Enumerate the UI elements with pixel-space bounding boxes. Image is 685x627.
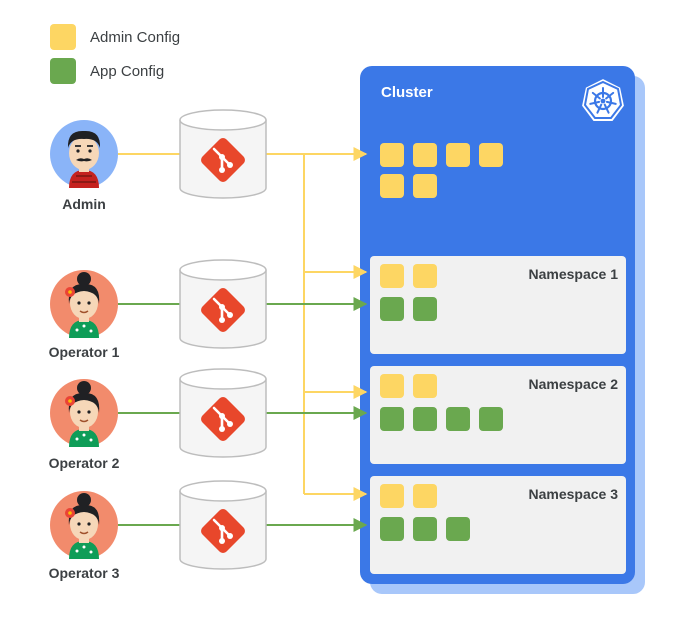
git-repo-1	[179, 259, 267, 349]
git-repo-3	[179, 480, 267, 570]
namespace-3: Namespace 3	[370, 476, 626, 574]
git-repo-0	[179, 109, 267, 199]
namespace-label: Namespace 2	[528, 376, 618, 392]
operator-2-label: Operator 2	[49, 455, 120, 471]
admin-config-square	[380, 264, 404, 288]
admin-config-square	[413, 484, 437, 508]
cluster-admin-configs	[380, 143, 503, 198]
admin-config-square	[479, 143, 503, 167]
app-config-square	[446, 407, 470, 431]
kubernetes-icon	[579, 76, 627, 123]
app-config-square	[446, 517, 470, 541]
actors	[50, 109, 267, 570]
legend-app-label: App Config	[90, 63, 164, 80]
namespace-1: Namespace 1	[370, 256, 626, 354]
cluster-title: Cluster	[381, 84, 433, 101]
admin-avatar	[50, 120, 118, 188]
repo-top	[179, 109, 267, 131]
repo-top	[179, 259, 267, 281]
admin-label: Admin	[62, 196, 106, 212]
git-repo-2	[179, 368, 267, 458]
cluster: Cluster	[360, 66, 645, 594]
admin-config-square	[380, 174, 404, 198]
admin-config-square	[446, 143, 470, 167]
legend-admin-swatch	[50, 24, 76, 50]
namespace-configs	[380, 484, 470, 541]
app-config-square	[380, 517, 404, 541]
git-icon	[201, 288, 245, 332]
admin-config-square	[380, 374, 404, 398]
admin-config-square	[380, 484, 404, 508]
app-config-square	[413, 297, 437, 321]
app-config-square	[380, 407, 404, 431]
legend-admin-label: Admin Config	[90, 29, 180, 46]
namespace-label: Namespace 3	[528, 486, 618, 502]
admin-config-square	[413, 264, 437, 288]
app-config-square	[380, 297, 404, 321]
git-icon	[201, 397, 245, 441]
operator-1-label: Operator 1	[49, 344, 120, 360]
app-config-square	[413, 517, 437, 541]
admin-config-square	[413, 143, 437, 167]
operator-3-label: Operator 3	[49, 565, 120, 581]
connectors	[118, 147, 368, 532]
admin-config-square	[413, 174, 437, 198]
admin-config-square	[380, 143, 404, 167]
namespace-label: Namespace 1	[528, 266, 618, 282]
operator-2-avatar	[50, 379, 118, 447]
legend-app-swatch	[50, 58, 76, 84]
operator-1-avatar	[50, 270, 118, 338]
app-config-square	[479, 407, 503, 431]
repo-top	[179, 368, 267, 390]
app-config-square	[413, 407, 437, 431]
git-icon	[201, 138, 245, 182]
namespace-2: Namespace 2	[370, 366, 626, 464]
legend: Admin Config App Config	[50, 24, 180, 84]
namespace-configs	[380, 264, 437, 321]
repo-top	[179, 480, 267, 502]
git-icon	[201, 509, 245, 553]
operator-3-avatar	[50, 491, 118, 559]
admin-config-square	[413, 374, 437, 398]
namespace-configs	[380, 374, 503, 431]
